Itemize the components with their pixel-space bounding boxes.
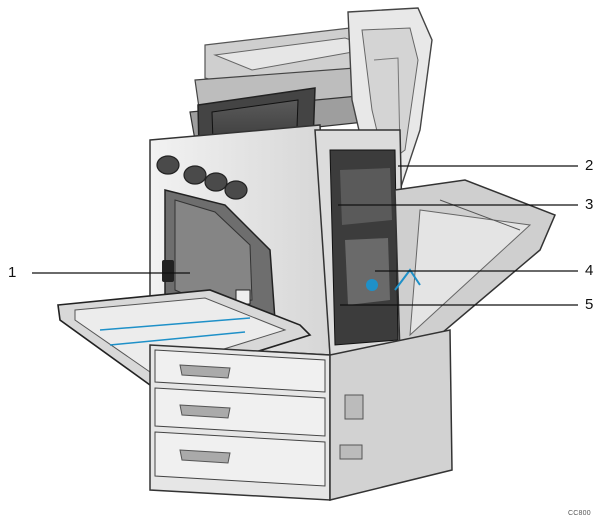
callout-1: 1 [8,265,16,280]
callout-4: 4 [585,263,593,278]
right-side-unit [315,130,555,360]
callout-5: 5 [585,297,593,312]
callout-3: 3 [585,197,593,212]
paper-tray [155,350,325,486]
callout-2: 2 [585,158,593,173]
figure-code: CC800 [568,510,591,517]
paper-tray-cabinet [150,330,452,500]
